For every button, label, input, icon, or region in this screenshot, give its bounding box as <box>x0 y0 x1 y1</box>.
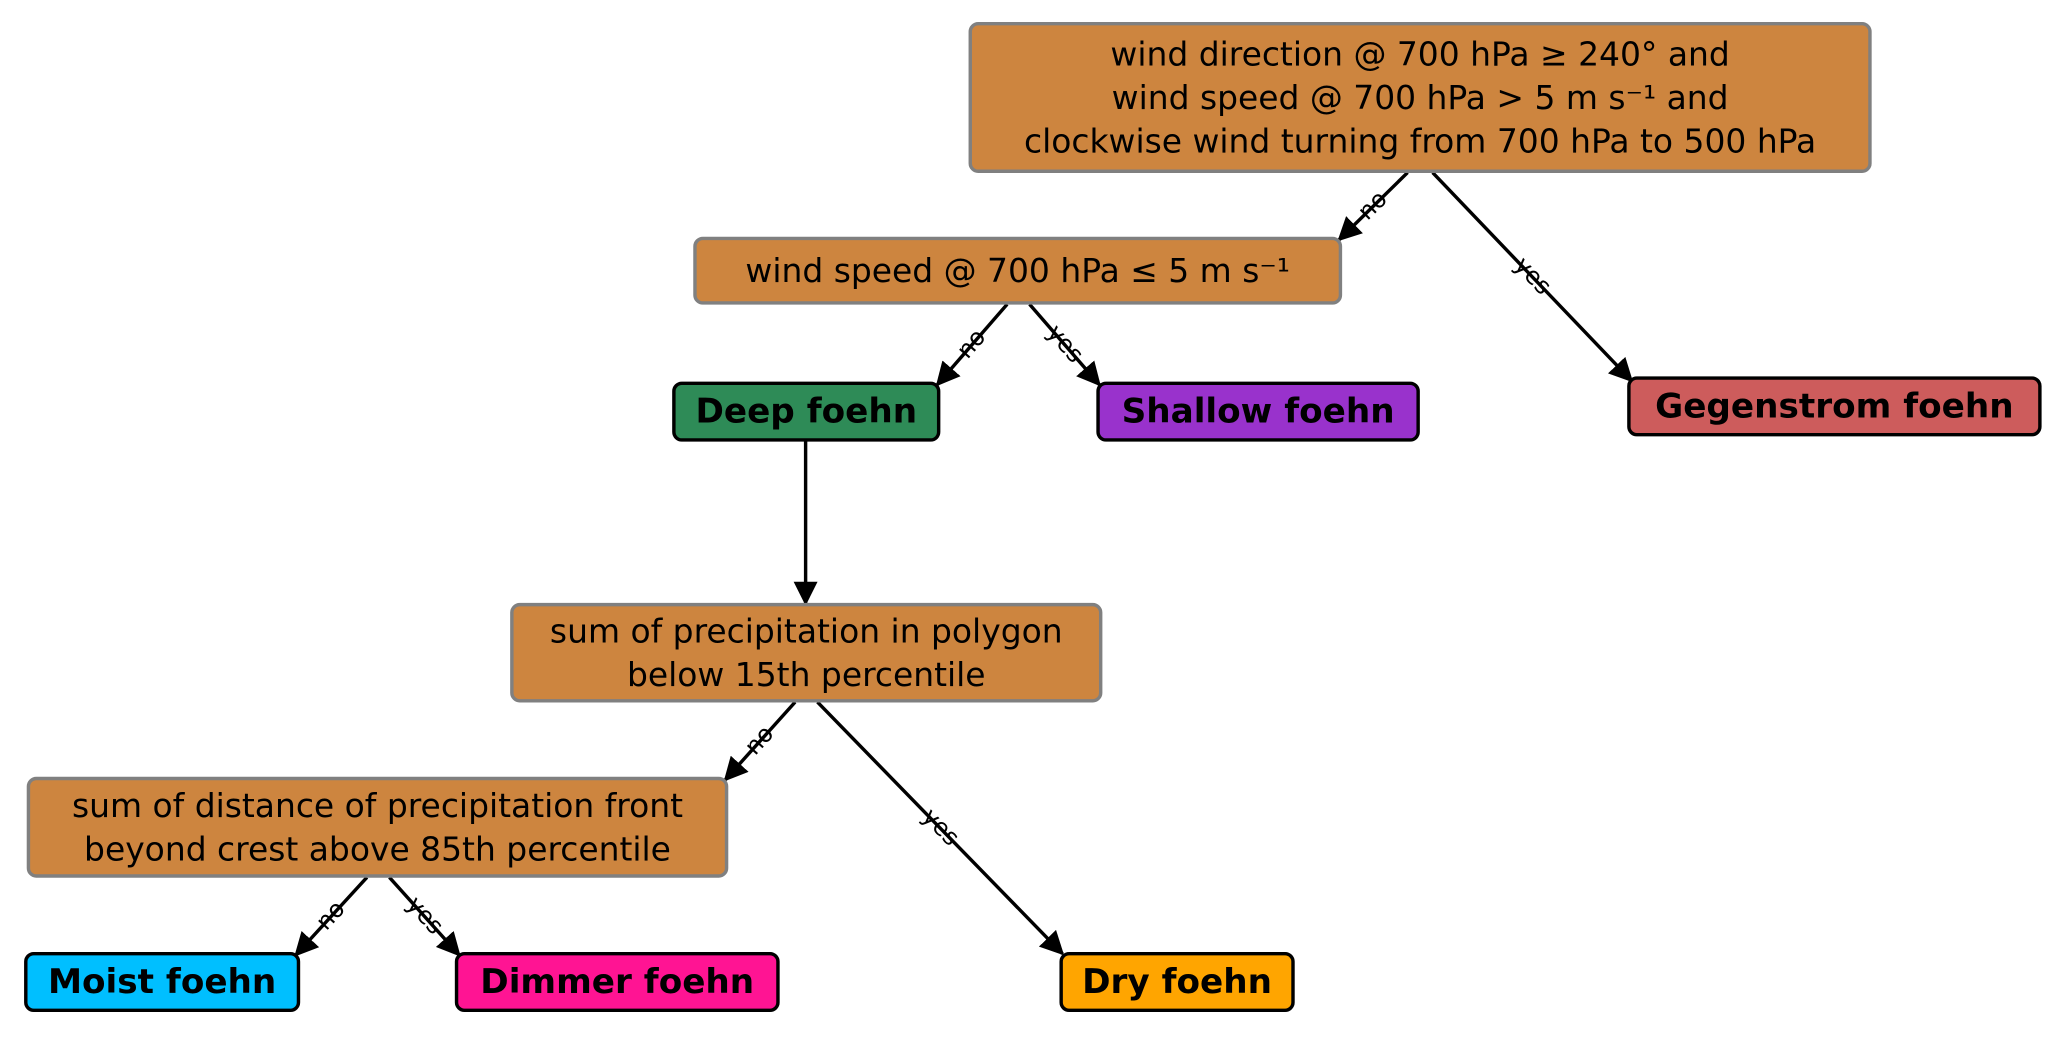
leaf-box <box>672 381 941 442</box>
leaf-box <box>1627 376 2042 437</box>
edge-dist-to-moist: no <box>294 876 369 957</box>
leaf-label: Dimmer foehn <box>480 962 754 1002</box>
leaf-box <box>24 951 301 1013</box>
edge-arrow <box>1431 171 1634 383</box>
edge-precip-to-dist: no <box>723 700 797 782</box>
edge-dist-to-dimmer: yes <box>388 876 461 957</box>
edge-arrow <box>388 876 461 957</box>
edge-arrow <box>723 700 797 782</box>
node-shallow: Shallow foehn <box>1096 381 1420 442</box>
edge-precip-to-dry: yes <box>816 700 1065 956</box>
node-dimmer: Dimmer foehn <box>454 951 780 1013</box>
condition-text-line: wind speed @ 700 hPa > 5 m s⁻¹ and <box>1112 78 1729 117</box>
node-deep: Deep foehn <box>672 381 941 442</box>
condition-text-line: below 15th percentile <box>627 655 986 694</box>
node-precip: sum of precipitation in polygon below 15t… <box>510 602 1103 703</box>
edge-arrow <box>816 700 1065 956</box>
condition-box <box>26 776 729 878</box>
leaf-label: Moist foehn <box>48 962 276 1002</box>
edge-ws-to-deep: no <box>935 303 1009 387</box>
condition-text-line: sum of distance of precipitation front <box>72 786 683 825</box>
edge-arrow <box>1028 303 1101 387</box>
edge-arrow <box>1337 171 1409 242</box>
edge-arrow <box>294 876 369 957</box>
node-dry: Dry foehn <box>1059 951 1295 1013</box>
leaf-box <box>1096 381 1420 442</box>
condition-box <box>510 602 1103 703</box>
node-gegen: Gegenstrom foehn <box>1627 376 2042 437</box>
node-moist: Moist foehn <box>24 951 301 1013</box>
edge-ws-to-shallow: yes <box>1028 303 1101 387</box>
condition-box <box>968 21 1872 173</box>
leaf-label: Deep foehn <box>695 392 917 432</box>
condition-text-line: beyond crest above 85th percentile <box>84 829 671 868</box>
condition-text-line: wind speed @ 700 hPa ≤ 5 m s⁻¹ <box>745 251 1290 290</box>
condition-text-line: sum of precipitation in polygon <box>550 611 1063 650</box>
edge-root-to-gegen: yes <box>1431 171 1634 383</box>
condition-text-line: clockwise wind turning from 700 hPa to 5… <box>1024 121 1816 160</box>
node-root: wind direction @ 700 hPa ≥ 240° and wind … <box>968 21 1872 173</box>
node-dist: sum of distance of precipitation front be… <box>26 776 729 878</box>
leaf-label: Shallow foehn <box>1122 392 1395 432</box>
leaf-label: Dry foehn <box>1082 962 1272 1002</box>
leaf-label: Gegenstrom foehn <box>1655 386 2014 426</box>
leaf-box <box>1059 951 1295 1013</box>
edge-arrow <box>935 303 1009 387</box>
condition-box <box>693 236 1343 305</box>
edge-root-to-ws: no <box>1337 171 1409 242</box>
condition-text-line: wind direction @ 700 hPa ≥ 240° and <box>1110 35 1729 74</box>
node-ws: wind speed @ 700 hPa ≤ 5 m s⁻¹ <box>693 236 1343 305</box>
leaf-box <box>454 951 780 1013</box>
